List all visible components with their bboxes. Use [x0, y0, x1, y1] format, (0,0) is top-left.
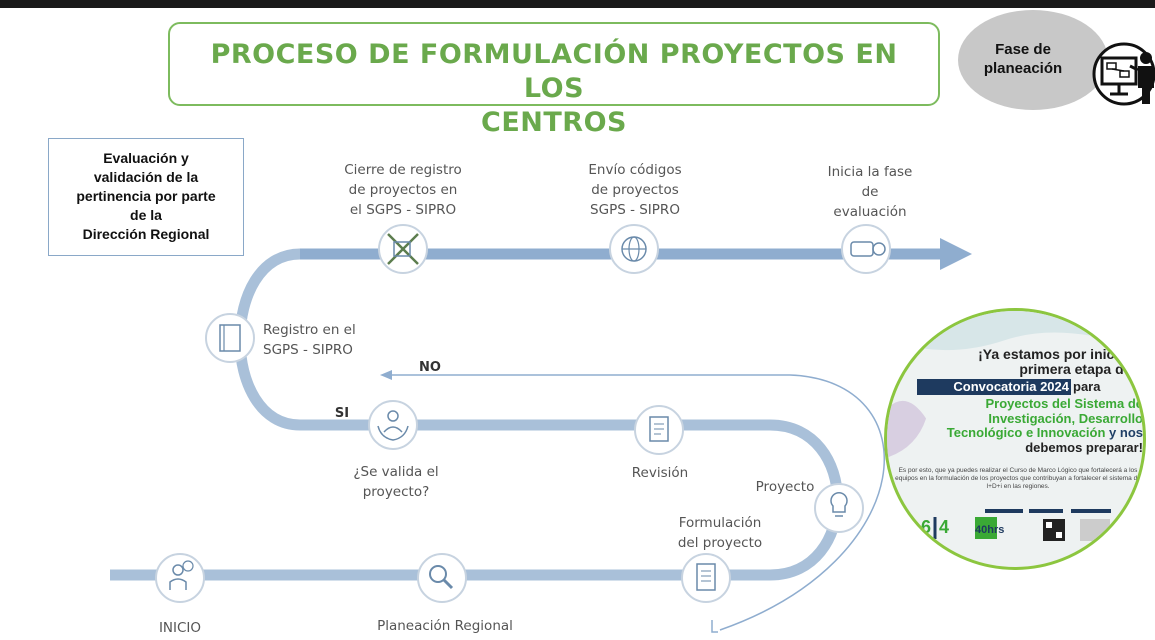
ad-background	[887, 311, 1143, 458]
ad-convocatoria-bar: Convocatoria 2024	[917, 379, 1071, 395]
step-valida-label: ¿Se valida el proyecto?	[353, 464, 439, 500]
page-title: PROCESO DE FORMULACIÓN PROYECTOS EN LOS …	[210, 39, 898, 138]
step-formulacion-node	[681, 553, 731, 603]
ad-para: para	[1073, 379, 1101, 394]
phase-label: Fase de planeación	[983, 41, 1063, 77]
branch-si-label: SI	[334, 406, 350, 421]
ad-description: Es por esto, que ya puedes realizar el C…	[895, 467, 1141, 490]
step-planeacion-label: Planeación Regional	[377, 618, 513, 634]
step-registro-node	[205, 313, 255, 363]
title-box: PROCESO DE FORMULACIÓN PROYECTOS EN LOS …	[168, 22, 940, 138]
ad-number-right: 4	[939, 517, 949, 537]
evaluation-box: Evaluación y validación de la pertinenci…	[48, 138, 244, 256]
ad-program: Proyectos del Sistema de Investigación, …	[946, 396, 1143, 455]
step-revision-label: Revisión	[631, 465, 689, 481]
step-valida-node	[368, 400, 418, 450]
step-inicio-node	[155, 553, 205, 603]
top-border	[0, 0, 1155, 8]
step-inicio-label: INICIO	[158, 620, 202, 636]
step-inicia-label: Inicia la fase de evaluación	[827, 164, 913, 220]
step-cierre-node	[378, 224, 428, 274]
ad-hours: 40hrs	[975, 524, 1004, 536]
ad-footer: 6 4 40hrs	[921, 509, 1111, 541]
step-envio-label: Envío códigos de proyectos SGPS - SIPRO	[588, 162, 682, 218]
branch-no-label: NO	[419, 360, 441, 375]
step-proyecto-label: Proyecto	[755, 479, 815, 495]
presentation-icon	[1092, 42, 1155, 106]
convocatoria-ad: ¡Ya estamos por iniciar la primera etapa…	[884, 308, 1146, 570]
step-envio-node	[609, 224, 659, 274]
ad-number-left: 6	[921, 517, 931, 537]
step-inicia-node	[841, 224, 891, 274]
step-registro-label: Registro en el SGPS - SIPRO	[263, 322, 356, 358]
ad-headline: ¡Ya estamos por iniciar la primera etapa…	[978, 346, 1146, 377]
step-formulacion-label: Formulación del proyecto	[677, 515, 763, 551]
step-proyecto-node	[814, 483, 864, 533]
phase-badge	[958, 10, 1108, 110]
step-planeacion-node	[417, 553, 467, 603]
step-cierre-label: Cierre de registro de proyectos en el SG…	[344, 162, 462, 218]
step-revision-node	[634, 405, 684, 455]
